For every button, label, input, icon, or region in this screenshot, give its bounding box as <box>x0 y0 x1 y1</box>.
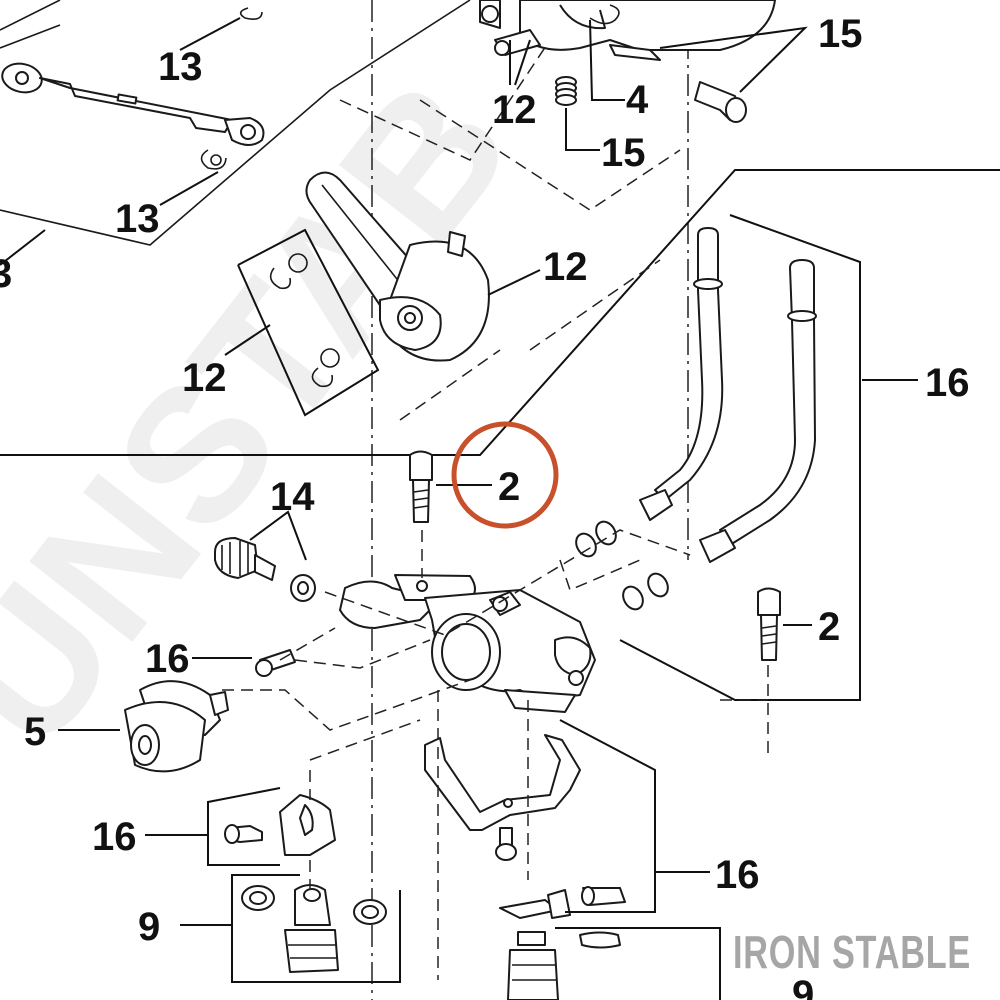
leader-line <box>224 324 271 356</box>
assembly-line <box>279 627 336 661</box>
assembly-line <box>324 529 691 636</box>
o-ring <box>575 520 669 611</box>
callout-13: 13 <box>158 45 203 89</box>
callout-13: 3 <box>0 252 12 296</box>
callout-2: 2 <box>818 605 840 649</box>
leader-line <box>565 108 600 151</box>
throttle-body-top <box>479 0 776 61</box>
frame-line <box>0 0 61 31</box>
callout-12: 12 <box>492 88 537 132</box>
bracket-16 <box>207 787 281 866</box>
frame-line <box>529 259 661 351</box>
screw <box>495 827 517 861</box>
leader-line <box>559 719 656 913</box>
brand-logo-text: IRON STABLE <box>733 926 971 978</box>
bracket-12 <box>237 228 380 417</box>
callout-5: 5 <box>24 710 46 754</box>
linkage-rod <box>1 62 265 146</box>
fuel-injector <box>241 884 387 973</box>
pressure-regulator <box>124 680 229 773</box>
bracket-9 <box>231 874 401 983</box>
callout-9: 9 <box>138 905 160 949</box>
callout-16: 16 <box>92 815 137 859</box>
bolt <box>757 587 781 661</box>
inlet-fitting <box>214 537 316 602</box>
fuel-injector <box>499 886 626 1000</box>
callout-14: 14 <box>270 475 315 519</box>
assembly-line <box>294 639 431 669</box>
callout-12: 12 <box>182 356 227 400</box>
leader-line <box>179 17 241 51</box>
bracket-9 <box>555 927 721 1000</box>
leader-line <box>589 19 625 101</box>
frame-line <box>419 99 681 211</box>
assembly-line <box>559 559 641 592</box>
callout-15: 15 <box>818 12 863 56</box>
clip-ring <box>210 154 222 166</box>
frame-line <box>0 24 61 49</box>
frame-line <box>399 349 501 421</box>
spring <box>555 76 577 106</box>
leader-line <box>659 26 808 93</box>
mount-bracket <box>424 734 581 831</box>
callout-2: 2 <box>498 465 520 509</box>
callout-16: 16 <box>145 637 190 681</box>
leader-line <box>487 269 541 296</box>
callout-16: 16 <box>715 853 760 897</box>
frame-line <box>339 39 551 161</box>
clip-ring <box>269 253 340 388</box>
throttle-cam <box>305 171 490 362</box>
frame-line <box>0 169 1000 456</box>
frame-line <box>0 0 471 246</box>
screw <box>694 81 747 123</box>
callout-15: 15 <box>601 131 646 175</box>
injector-clip <box>224 794 336 856</box>
assembly-line <box>309 719 421 761</box>
highlight-circle <box>451 421 559 529</box>
callout-16: 16 <box>925 361 970 405</box>
clip-ring <box>239 7 263 20</box>
leader-line <box>249 510 307 561</box>
callout-12: 12 <box>543 245 588 289</box>
callout-4: 4 <box>626 78 649 122</box>
leader-line <box>514 39 531 86</box>
callout-13: 13 <box>115 197 160 241</box>
leader-line <box>0 229 46 266</box>
leader-line <box>159 171 219 206</box>
bracket-16 <box>619 214 861 701</box>
callout-9: 9 <box>792 973 814 1000</box>
clip-ring <box>200 149 227 170</box>
assembly-line <box>222 679 471 731</box>
bolt <box>409 450 433 523</box>
fuel-rail-block <box>339 574 596 713</box>
fuel-line <box>639 227 817 563</box>
